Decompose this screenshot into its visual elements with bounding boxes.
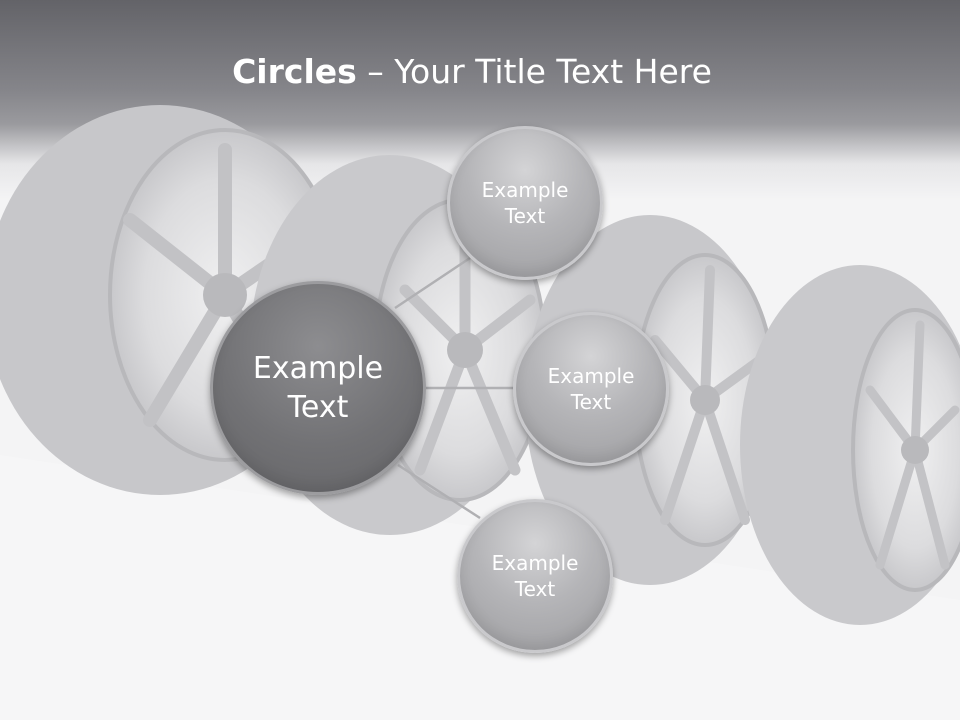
title-bold: Circles (232, 52, 357, 91)
tire-4 (740, 265, 960, 625)
center-circle: Example Text (210, 281, 426, 495)
connector-top (394, 256, 471, 310)
connector-bottom (397, 463, 481, 520)
node-circle-top: Example Text (447, 126, 603, 280)
title-rest: – Your Title Text Here (356, 52, 712, 91)
node-circle-label: Example Text (547, 364, 635, 414)
node-circle-bottom: Example Text (457, 499, 613, 653)
slide-title: Circles – Your Title Text Here (0, 52, 944, 91)
node-circle-label: Example Text (491, 551, 579, 601)
node-circle-middle: Example Text (513, 312, 669, 466)
node-circle-label: Example Text (481, 178, 569, 228)
center-circle-label: Example Text (252, 351, 384, 425)
